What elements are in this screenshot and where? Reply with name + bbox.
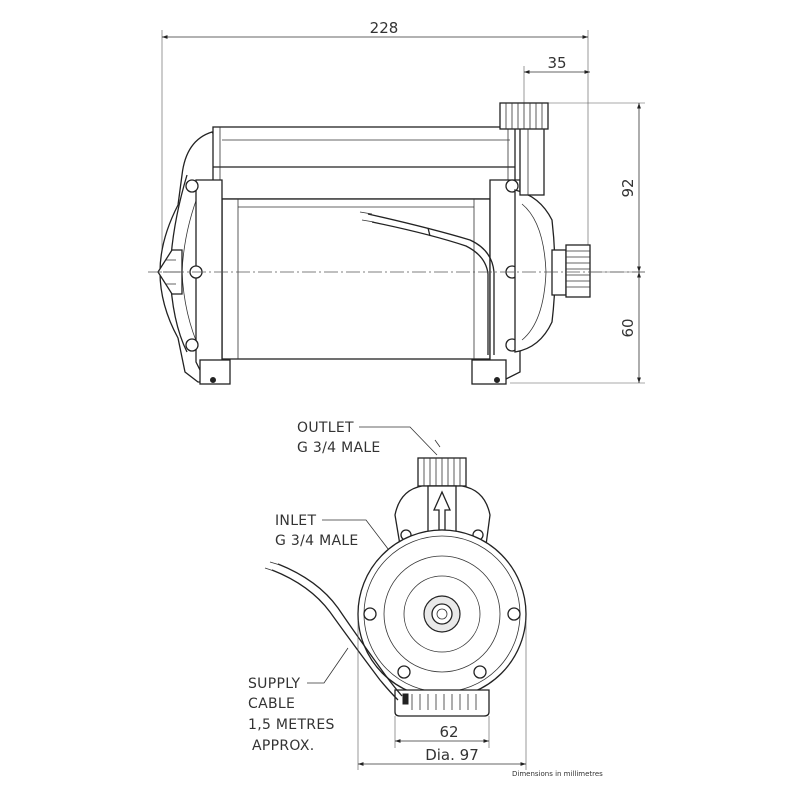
dim-upper-height-text: 92 — [619, 178, 637, 197]
dim-diameter-text: Dia. 97 — [425, 746, 479, 764]
dim-outlet-offset-text: 35 — [547, 54, 566, 72]
dimension-diameter: Dia. 97 — [357, 620, 527, 770]
footnote-units: Dimensions in millimetres — [512, 770, 603, 778]
side-view: 228 35 92 60 — [148, 19, 645, 385]
dimension-base-width: 62 — [394, 716, 490, 748]
inlet-label-line1: INLET — [275, 513, 316, 529]
pump-side-body — [148, 102, 645, 385]
pump-front-body — [264, 457, 527, 717]
cable-callout: SUPPLY CABLE 1,5 METRES APPROX. — [248, 647, 349, 754]
dim-overall-length-text: 228 — [370, 19, 399, 37]
cable-label-line4: APPROX. — [252, 738, 314, 754]
cable-label-line2: CABLE — [248, 696, 295, 712]
dim-base-width-text: 62 — [439, 723, 458, 741]
outlet-label-line2: G 3/4 MALE — [297, 440, 381, 456]
dimension-heights: 92 60 — [510, 102, 645, 384]
outlet-callout: OUTLET G 3/4 MALE — [297, 420, 441, 456]
cable-label-line1: SUPPLY — [248, 676, 300, 692]
front-view: OUTLET G 3/4 MALE INLET G 3/4 MALE — [248, 420, 527, 770]
cable-label-line3: 1,5 METRES — [248, 717, 335, 733]
dimension-overall-length: 228 — [161, 19, 589, 272]
outlet-label-line1: OUTLET — [297, 420, 354, 436]
inlet-label-line2: G 3/4 MALE — [275, 533, 359, 549]
dim-lower-height-text: 60 — [619, 318, 637, 337]
dimension-outlet-offset: 35 — [523, 54, 590, 103]
